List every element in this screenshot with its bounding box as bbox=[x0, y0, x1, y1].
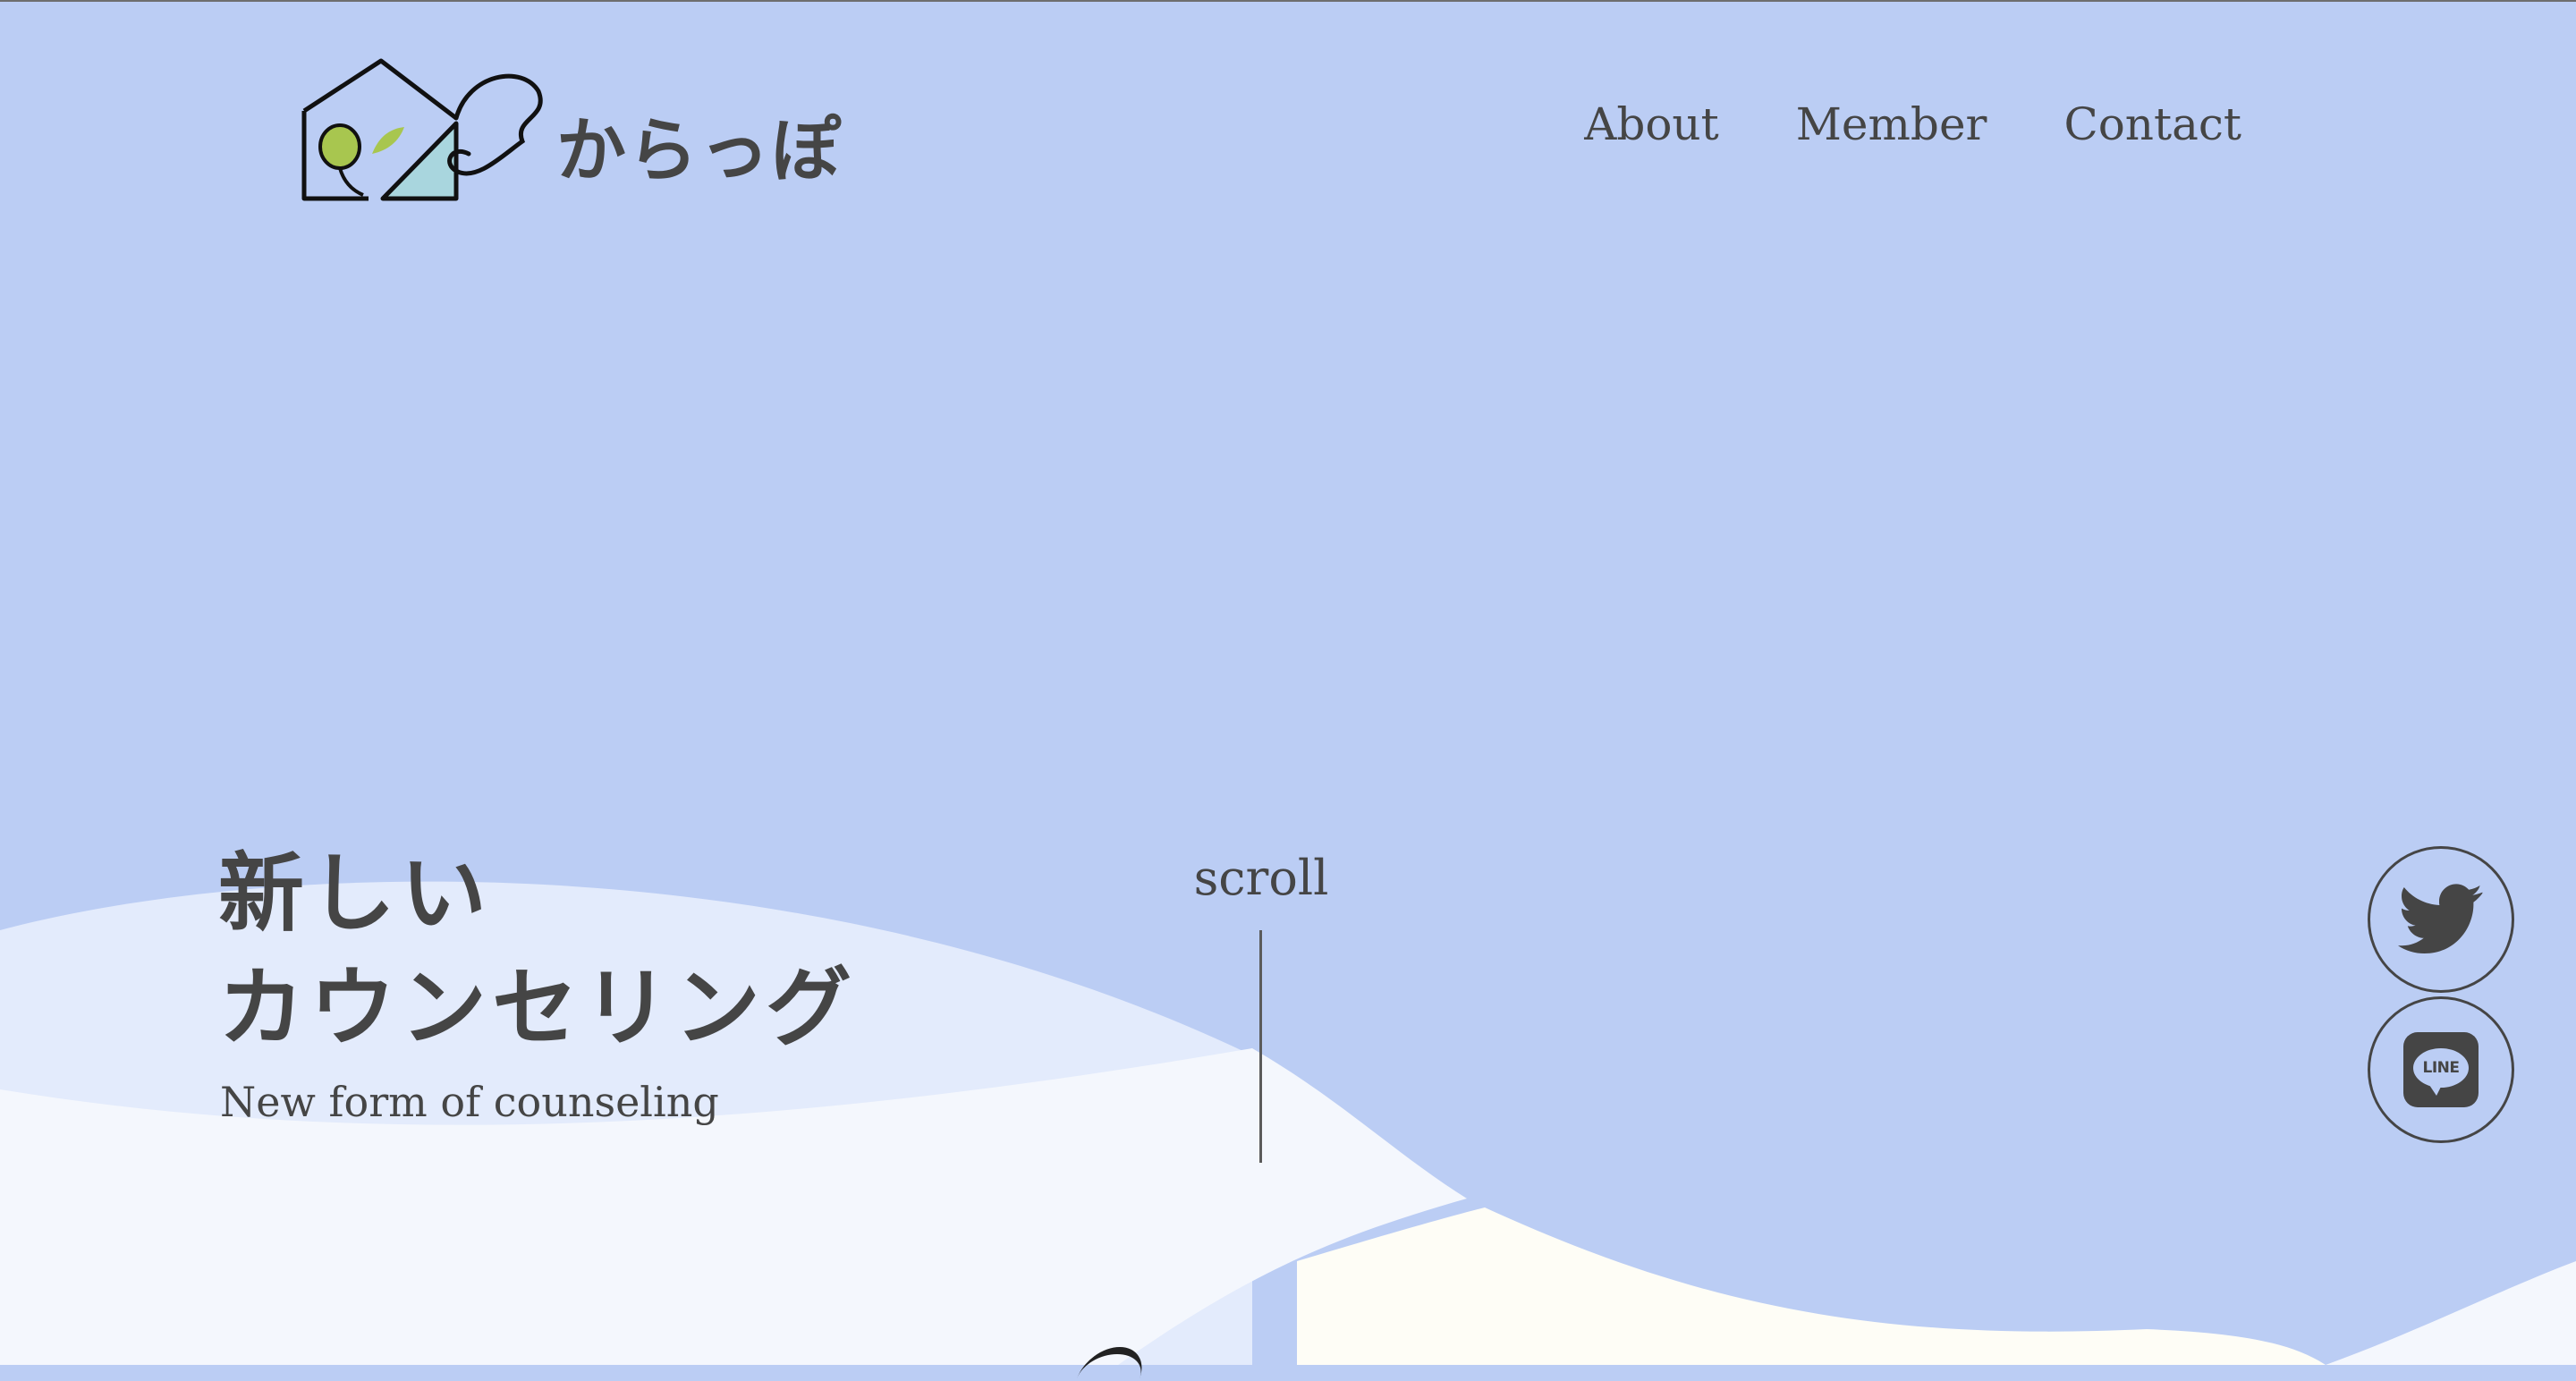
scroll-indicator[interactable]: scroll bbox=[1181, 850, 1342, 1163]
wave-cream bbox=[1297, 1207, 2326, 1365]
logo[interactable]: からっぽ bbox=[299, 55, 841, 208]
twitter-button[interactable] bbox=[2368, 846, 2514, 993]
line-icon-label: LINE bbox=[2422, 1059, 2461, 1077]
hero-title-line1: 新しい bbox=[218, 843, 492, 944]
main-nav: About Member Contact bbox=[1584, 98, 2241, 150]
nav-about[interactable]: About bbox=[1584, 98, 1719, 150]
logo-house-icon bbox=[301, 58, 543, 201]
hero-title-line2: カウンセリング bbox=[218, 958, 857, 1058]
nav-contact[interactable]: Contact bbox=[2063, 98, 2241, 150]
scroll-label: scroll bbox=[1193, 850, 1329, 906]
wave-right bbox=[2326, 1261, 2576, 1365]
nav-member[interactable]: Member bbox=[1795, 98, 1987, 150]
top-border bbox=[0, 0, 2576, 2]
line-icon: LINE bbox=[2403, 1032, 2479, 1107]
wave-lighter bbox=[0, 1048, 1467, 1365]
logo-text: からっぽ bbox=[556, 111, 843, 191]
line-bubble: LINE bbox=[2413, 1048, 2469, 1096]
hero-title: 新しい カウンセリング bbox=[218, 836, 857, 1065]
hero-subtitle: New form of counseling bbox=[220, 1078, 719, 1126]
scroll-line bbox=[1259, 930, 1262, 1163]
twitter-icon bbox=[2398, 884, 2483, 953]
line-button[interactable]: LINE bbox=[2368, 996, 2514, 1143]
